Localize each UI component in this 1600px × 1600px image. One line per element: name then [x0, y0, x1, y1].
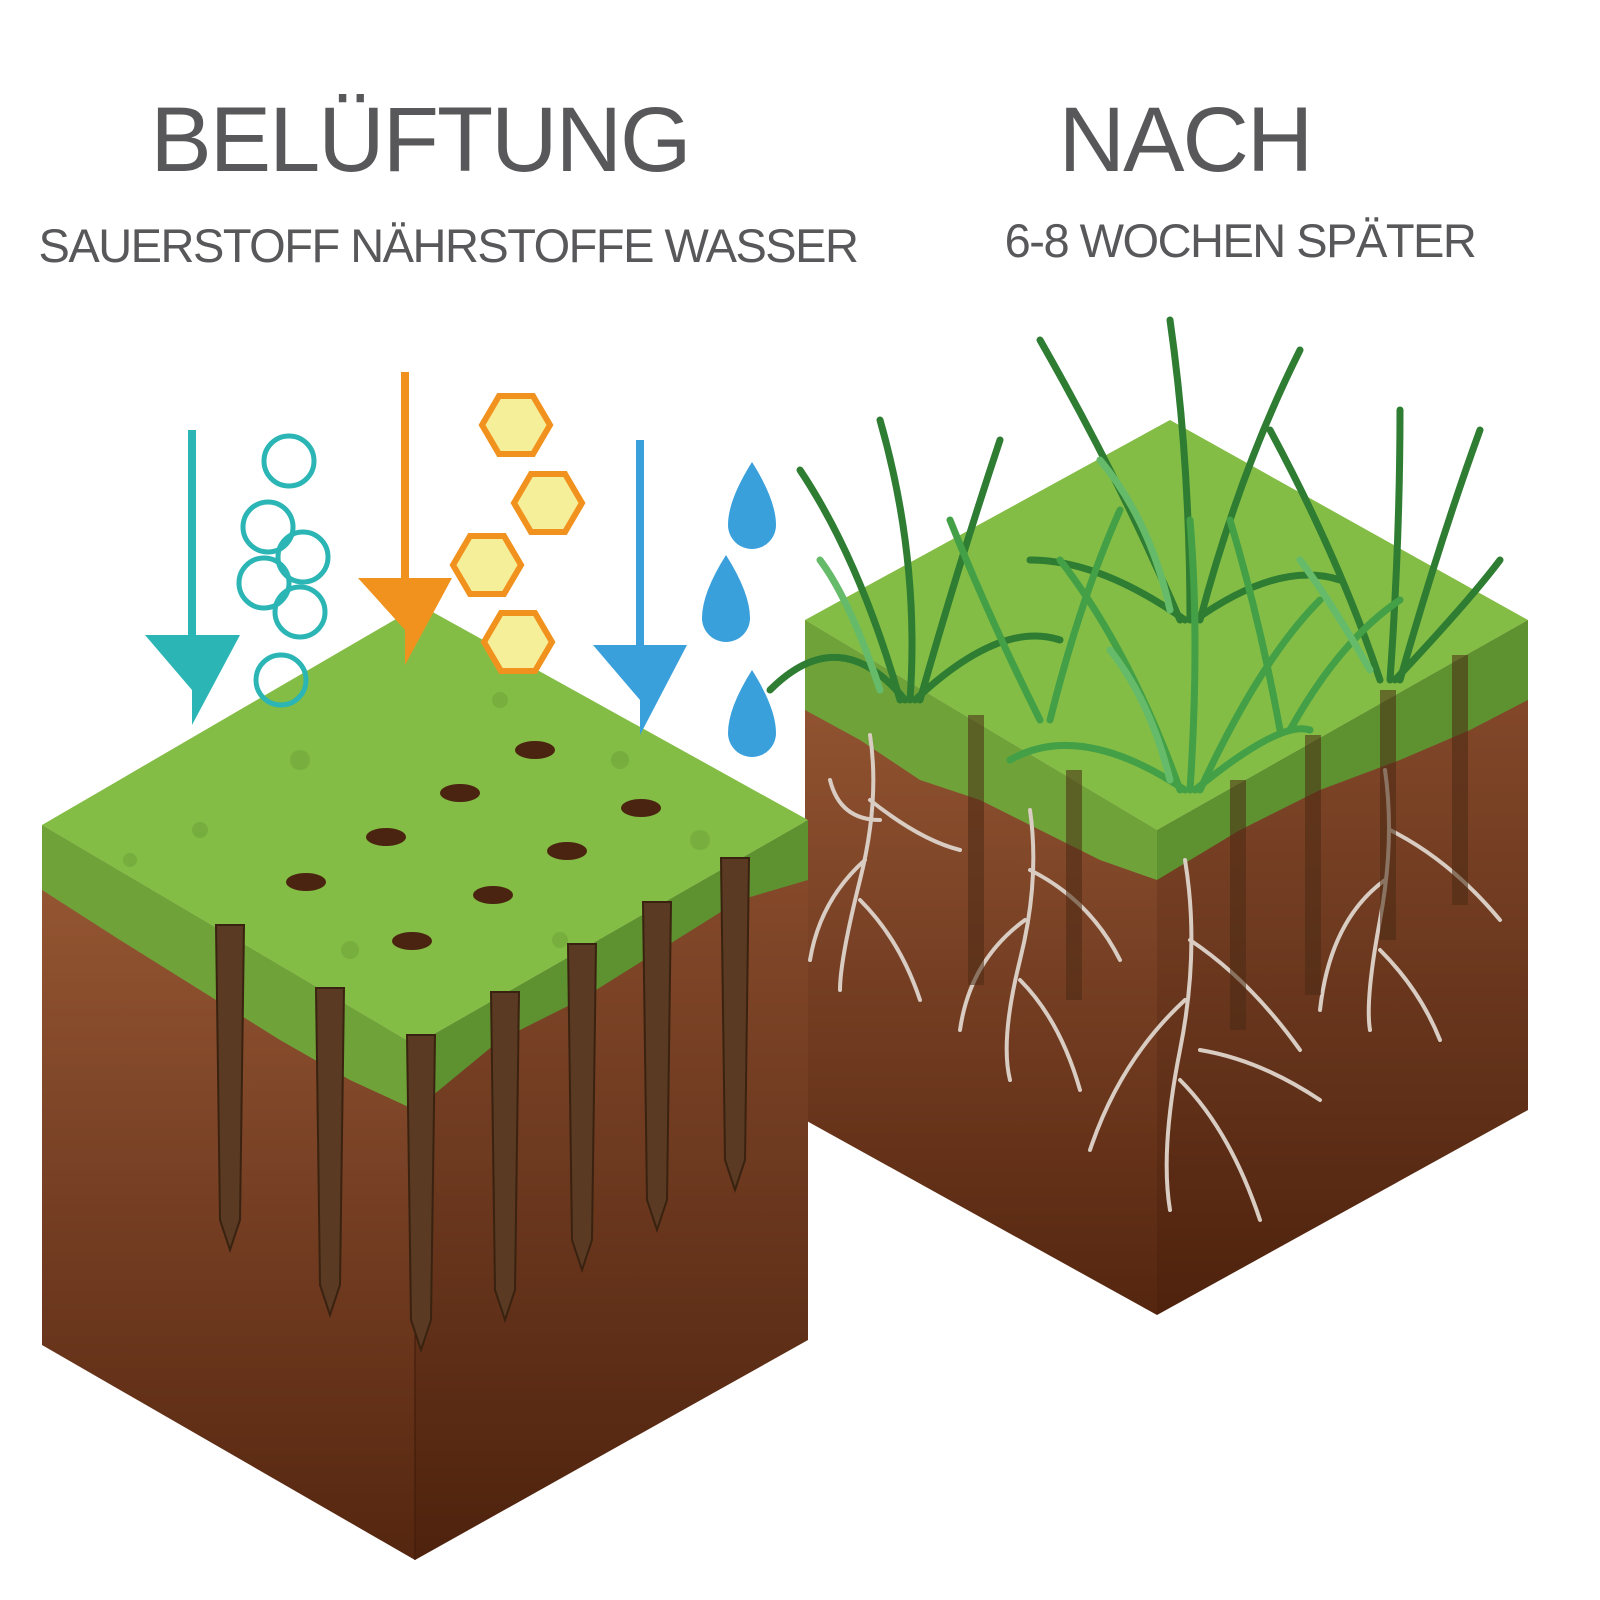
- oxygen-arrow: [145, 430, 240, 725]
- grass: [766, 316, 1504, 794]
- nutrients-arrow: [358, 372, 452, 665]
- water-arrow: [593, 440, 687, 735]
- right-subtitle: 6-8 WOCHEN SPÄTER: [1004, 214, 1477, 267]
- aeration-holes: [286, 741, 661, 950]
- aeration-holes-filled: [968, 655, 1468, 1030]
- after-soil-cube: [766, 316, 1528, 1315]
- oxygen-bubbles-icon: [236, 433, 331, 708]
- left-title: BELÜFTUNG: [150, 89, 691, 191]
- aeration-spikes: [214, 857, 751, 1354]
- left-subtitle: SAUERSTOFF NÄHRSTOFFE WASSER: [38, 219, 859, 272]
- nutrient-hexagons-icon: [449, 393, 586, 674]
- right-title: NACH: [1058, 89, 1314, 191]
- aeration-soil-cube: [42, 605, 808, 1560]
- water-drops-icon: [702, 462, 776, 757]
